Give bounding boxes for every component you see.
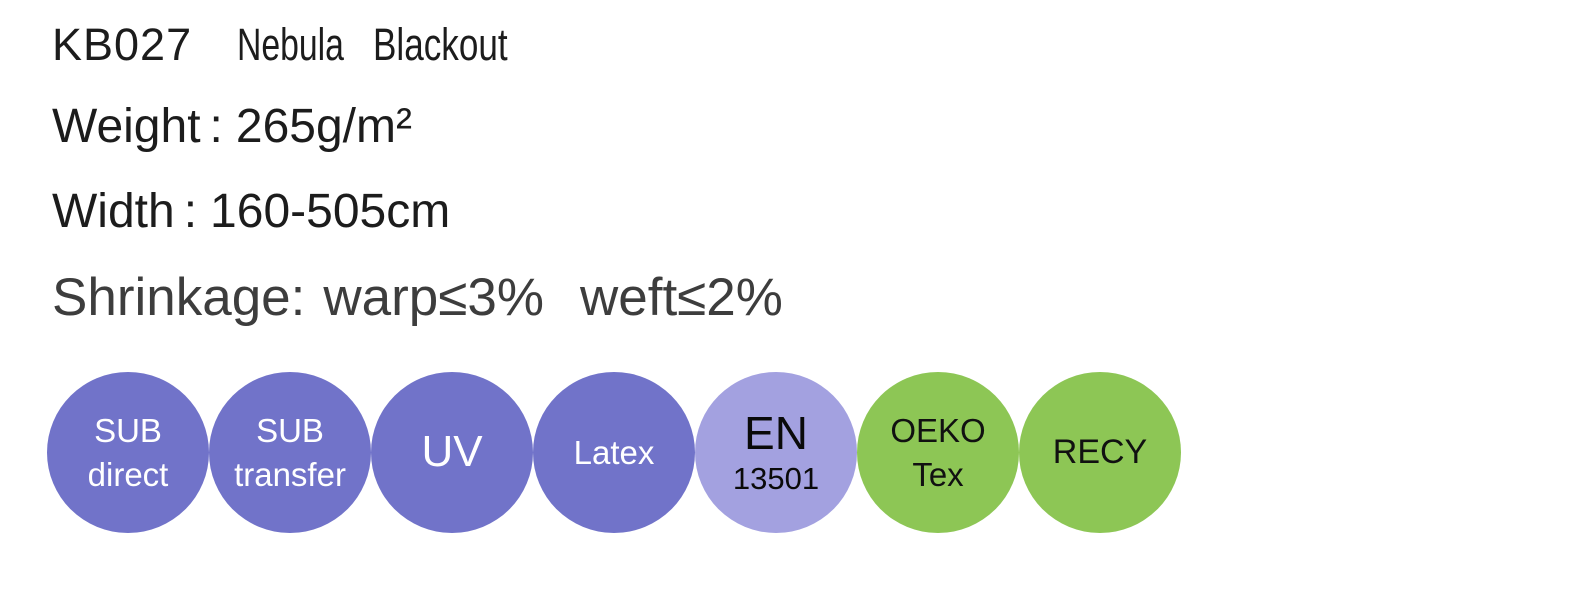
weight-colon: : <box>209 100 223 153</box>
badge-en-13501: EN 13501 <box>695 372 857 533</box>
badge-line: RECY <box>1052 433 1148 472</box>
badge-line: SUB <box>256 411 324 449</box>
product-variant: Blackout <box>373 19 508 70</box>
weight-label: Weight <box>52 100 201 153</box>
badge-line: SUB <box>94 411 162 449</box>
product-code: KB027 <box>52 19 193 70</box>
badge-recy: RECY <box>1019 372 1181 533</box>
shrinkage-weft-value: weft≤2% <box>579 268 783 327</box>
shrinkage-warp-value: warp≤3% <box>323 268 544 327</box>
spec-row-width: Width : 160-505cm <box>52 185 451 239</box>
badge-oeko-tex: OEKO Tex <box>857 372 1019 533</box>
badge-uv: UV <box>371 372 533 533</box>
badge-line: Latex <box>573 433 655 471</box>
badge-line: direct <box>87 455 169 493</box>
product-name: Nebula <box>237 19 344 70</box>
badge-line: 13501 <box>732 460 820 496</box>
badge-line: Tex <box>912 455 964 493</box>
badge-row: SUB direct SUB transfer UV Latex EN 1350… <box>47 372 1181 533</box>
product-title: KB027 Nebula Blackout <box>0 20 1575 76</box>
width-colon: : <box>183 185 198 238</box>
badge-line: EN <box>744 406 808 459</box>
width-value: 160-505cm <box>210 185 451 238</box>
spec-row-shrinkage: Shrinkage: warp≤3% weft≤2% <box>52 268 783 327</box>
badge-line: UV <box>421 427 483 477</box>
badge-line: OEKO <box>890 411 986 449</box>
weight-value: 265g/m² <box>235 100 412 153</box>
badge-line: transfer <box>234 455 346 493</box>
badge-latex: Latex <box>533 372 695 533</box>
spec-row-weight: Weight : 265g/m² <box>52 100 412 154</box>
badge-sub-transfer: SUB transfer <box>209 372 371 533</box>
shrinkage-label: Shrinkage: <box>52 268 306 327</box>
badge-sub-direct: SUB direct <box>47 372 209 533</box>
width-label: Width <box>52 185 175 238</box>
